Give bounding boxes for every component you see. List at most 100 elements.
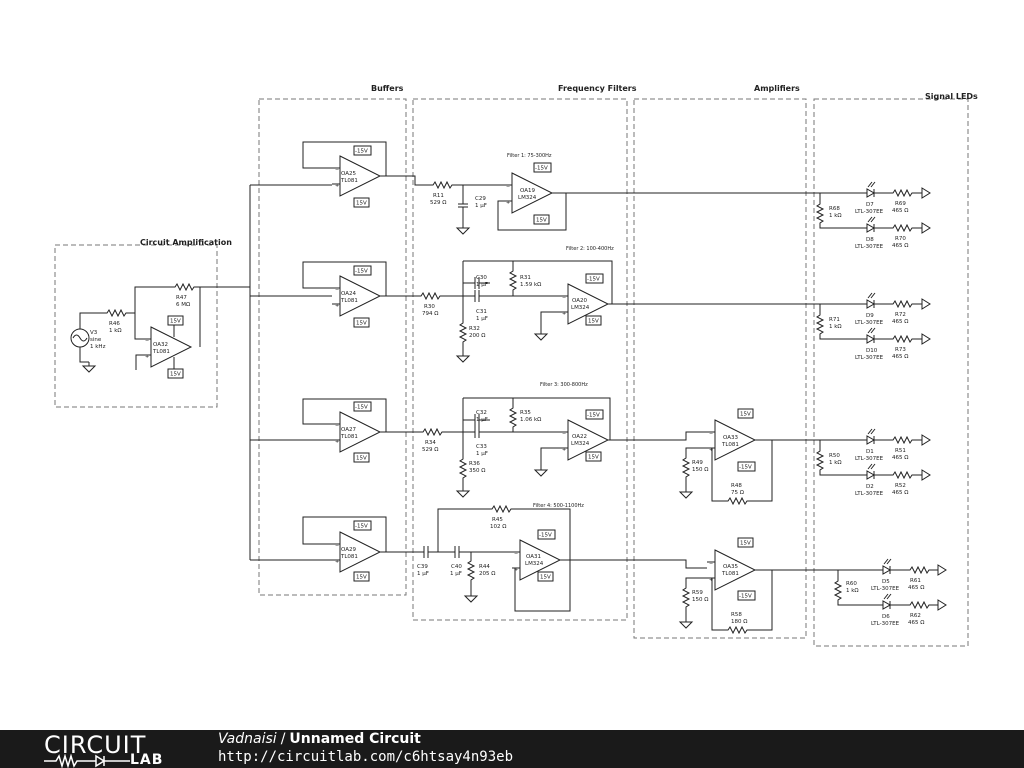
svg-text:15V: 15V bbox=[740, 412, 751, 418]
schematic-canvas[interactable]: Circuit Amplification Buffers Frequency … bbox=[0, 0, 1024, 730]
oa32-plus: + bbox=[145, 354, 149, 360]
svg-text:+: + bbox=[335, 559, 339, 565]
svg-text:102 Ω: 102 Ω bbox=[490, 524, 506, 530]
svg-text:150 Ω: 150 Ω bbox=[692, 467, 708, 473]
svg-text:−: − bbox=[335, 423, 339, 429]
title-separator: / bbox=[280, 731, 286, 747]
svg-text:OA29: OA29 bbox=[341, 547, 356, 553]
svg-text:+: + bbox=[562, 311, 566, 317]
oa32-neg-supply bbox=[167, 368, 184, 379]
svg-text:LTL-307EE: LTL-307EE bbox=[871, 586, 900, 592]
svg-text:TL081: TL081 bbox=[340, 298, 358, 304]
svg-text:15V: 15V bbox=[356, 321, 367, 327]
filter-3-label: Filter 3: 300-800Hz bbox=[540, 382, 588, 388]
svg-text:465 Ω: 465 Ω bbox=[908, 585, 924, 591]
svg-text:OA24: OA24 bbox=[341, 291, 356, 297]
svg-text:465 Ω: 465 Ω bbox=[892, 490, 908, 496]
svg-text:1 µF: 1 µF bbox=[417, 571, 429, 577]
section-box-circuit-amplification bbox=[54, 244, 218, 408]
svg-text:TL081: TL081 bbox=[340, 554, 358, 560]
svg-text:OA31: OA31 bbox=[526, 554, 541, 560]
led-channel-3: R50 1 kΩ D1 LTL-307EE D2 LTL-307EE R51 4… bbox=[816, 428, 931, 497]
led-d2-icon bbox=[862, 463, 880, 480]
section-title-circuit-amplification: Circuit Amplification bbox=[140, 238, 232, 247]
svg-text:465 Ω: 465 Ω bbox=[892, 243, 908, 249]
buffer-oa29: −+ OA29 TL081 -15V 15V bbox=[302, 516, 418, 582]
svg-text:D8: D8 bbox=[866, 237, 874, 243]
svg-text:C29: C29 bbox=[475, 196, 486, 202]
svg-text:+: + bbox=[335, 439, 339, 445]
svg-text:OA25: OA25 bbox=[341, 171, 356, 177]
svg-text:-15V: -15V bbox=[355, 405, 368, 411]
svg-text:LTL-307EE: LTL-307EE bbox=[855, 320, 884, 326]
svg-text:529 Ω: 529 Ω bbox=[430, 200, 446, 206]
svg-text:OA35: OA35 bbox=[723, 564, 738, 570]
svg-text:TL081: TL081 bbox=[340, 178, 358, 184]
amplifier-oa33: −+ OA33 TL081 15V -15V R49 150 Ω R48 75 … bbox=[679, 408, 820, 505]
author-name[interactable]: Vadnaisi bbox=[218, 731, 277, 747]
filter-1-label: Filter 1: 75-300Hz bbox=[507, 153, 552, 159]
svg-text:C40: C40 bbox=[451, 564, 462, 570]
svg-text:15V: 15V bbox=[588, 455, 599, 461]
svg-text:+: + bbox=[562, 447, 566, 453]
svg-text:−: − bbox=[506, 184, 510, 190]
svg-text:R35: R35 bbox=[520, 410, 531, 416]
filter-4: Filter 4: 500-1100Hz C39 1 µF R45 102 Ω … bbox=[417, 503, 707, 612]
svg-text:15V: 15V bbox=[356, 201, 367, 207]
svg-text:794 Ω: 794 Ω bbox=[422, 311, 438, 317]
svg-text:1.06 kΩ: 1.06 kΩ bbox=[520, 417, 541, 423]
svg-text:C39: C39 bbox=[417, 564, 428, 570]
svg-text:LTL-307EE: LTL-307EE bbox=[855, 209, 884, 215]
svg-text:TL081: TL081 bbox=[340, 434, 358, 440]
svg-text:150 Ω: 150 Ω bbox=[692, 597, 708, 603]
svg-text:1 kΩ: 1 kΩ bbox=[829, 324, 842, 330]
section-box-buffers bbox=[258, 98, 407, 596]
svg-text:LTL-307EE: LTL-307EE bbox=[855, 355, 884, 361]
svg-text:R70: R70 bbox=[895, 236, 906, 242]
svg-text:1 kΩ: 1 kΩ bbox=[829, 460, 842, 466]
svg-text:-15V: -15V bbox=[587, 277, 600, 283]
svg-text:R49: R49 bbox=[692, 460, 703, 466]
svg-text:C31: C31 bbox=[476, 309, 487, 315]
svg-text:D2: D2 bbox=[866, 484, 874, 490]
svg-text:C33: C33 bbox=[476, 444, 487, 450]
svg-text:1 µF: 1 µF bbox=[476, 282, 488, 288]
svg-text:R50: R50 bbox=[829, 453, 840, 459]
section-title-frequency-filters: Frequency Filters bbox=[558, 84, 637, 93]
led-d6-icon bbox=[878, 593, 896, 610]
led-channel-2: R71 1 kΩ D9 LTL-307EE D10 LTL-307EE R72 … bbox=[816, 292, 931, 361]
led-d9-icon bbox=[862, 292, 880, 309]
svg-text:465 Ω: 465 Ω bbox=[892, 319, 908, 325]
circuitlab-logo[interactable]: CIRCUIT bbox=[44, 731, 147, 759]
svg-text:−: − bbox=[709, 431, 713, 437]
svg-text:15V: 15V bbox=[740, 541, 751, 547]
svg-text:R68: R68 bbox=[829, 206, 840, 212]
section-box-amplifiers bbox=[633, 98, 807, 639]
svg-text:+: + bbox=[335, 183, 339, 189]
svg-text:-15V: -15V bbox=[535, 166, 548, 172]
led-d5-icon bbox=[878, 558, 896, 575]
v3-type: sine bbox=[90, 337, 102, 343]
svg-text:15V: 15V bbox=[536, 218, 547, 224]
filter-1: Filter 1: 75-300Hz R11 529 Ω C29 1 µF −+… bbox=[429, 153, 820, 235]
svg-text:OA20: OA20 bbox=[572, 298, 587, 304]
svg-text:1 µF: 1 µF bbox=[476, 417, 488, 423]
svg-text:75 Ω: 75 Ω bbox=[731, 490, 744, 496]
r46-resistor bbox=[103, 309, 130, 317]
circuit-title: Vadnaisi/Unnamed Circuit bbox=[218, 731, 421, 747]
svg-text:OA33: OA33 bbox=[723, 435, 738, 441]
svg-text:D6: D6 bbox=[882, 614, 890, 620]
svg-text:R58: R58 bbox=[731, 612, 742, 618]
svg-text:R44: R44 bbox=[479, 564, 490, 570]
circuit-url-link[interactable]: http://circuitlab.com/c6htsay4n93eb bbox=[218, 749, 514, 765]
svg-text:TL081: TL081 bbox=[721, 571, 739, 577]
svg-text:+: + bbox=[709, 447, 713, 453]
svg-text:+: + bbox=[514, 567, 518, 573]
led-d1-icon bbox=[862, 428, 880, 445]
svg-text:15V: 15V bbox=[170, 319, 181, 325]
svg-text:15V: 15V bbox=[588, 319, 599, 325]
svg-text:465 Ω: 465 Ω bbox=[892, 208, 908, 214]
logo-waveform-icon bbox=[44, 754, 130, 768]
led-channel-4: R60 1 kΩ D5 LTL-307EE D6 LTL-307EE R61 4… bbox=[834, 558, 947, 627]
svg-text:200 Ω: 200 Ω bbox=[469, 333, 485, 339]
